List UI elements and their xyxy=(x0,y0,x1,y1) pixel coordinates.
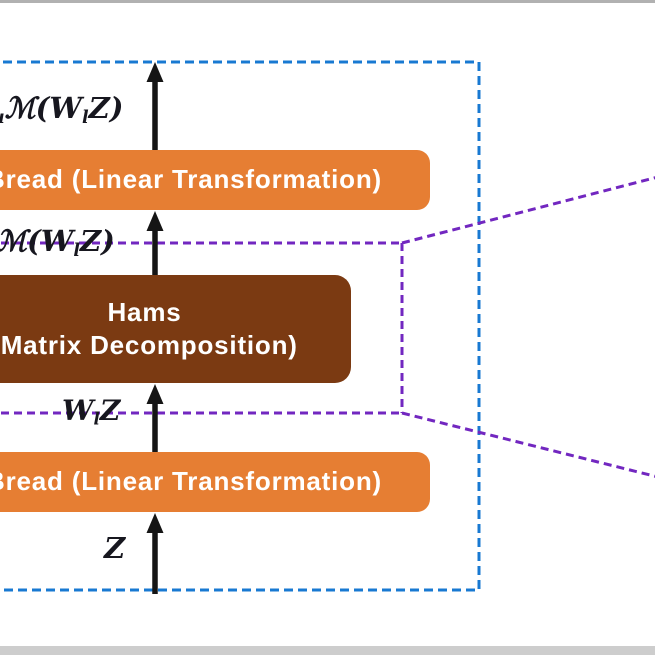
bread-upper-block: Bread (Linear Transformation) xyxy=(0,150,430,210)
bread-upper-label: Bread (Linear Transformation) xyxy=(0,164,382,195)
formula-input-z: Z xyxy=(104,531,126,565)
top-border-strip xyxy=(0,0,655,3)
arrow-input xyxy=(146,513,164,594)
arrow-hams-to-bread-head xyxy=(146,211,164,231)
formula-wlz: WlZ xyxy=(62,394,121,429)
hams-label-line2: (Matrix Decomposition) xyxy=(0,330,298,360)
arrow-output xyxy=(146,62,164,150)
module-boundary-dashed-box xyxy=(0,60,481,592)
hams-block: Hams (Matrix Decomposition) xyxy=(0,275,351,383)
formula-output-wu-m-wlz: uℳ(WlZ) xyxy=(0,91,124,128)
formula-m-wlz: ℳ(WlZ) xyxy=(0,224,115,261)
arrow-hams-to-bread xyxy=(146,211,164,275)
bread-lower-label: Bread (Linear Transformation) xyxy=(0,466,382,497)
arrow-bread-to-hams-head xyxy=(146,384,164,404)
zoom-indicator-dashed-lines xyxy=(0,176,655,478)
arrow-bread-to-hams xyxy=(146,384,164,452)
bread-lower-block: Bread (Linear Transformation) xyxy=(0,452,430,512)
bottom-border-strip xyxy=(0,646,655,655)
arrow-output-head xyxy=(146,62,164,82)
arrow-input-head xyxy=(146,513,164,533)
hams-label-line1: Hams xyxy=(107,296,182,327)
